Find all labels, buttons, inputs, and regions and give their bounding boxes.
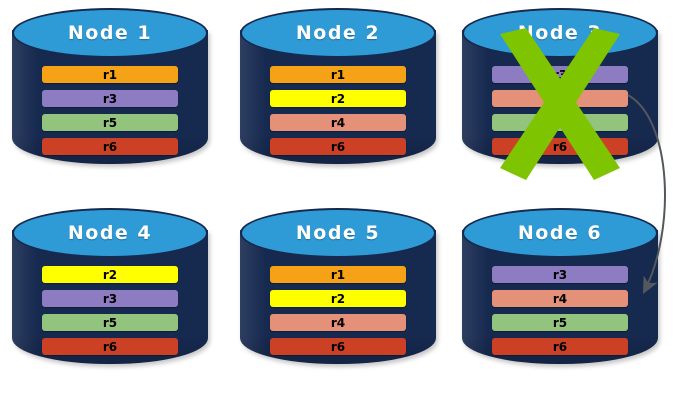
cylinder-highlight	[240, 230, 266, 364]
record-bar[interactable]: r4	[270, 114, 406, 131]
cylinder-top: Node 1	[12, 8, 208, 58]
record-bar[interactable]: r4	[492, 290, 628, 307]
record-list: r1 r2 r4 r6	[270, 266, 406, 355]
record-bar[interactable]: r3	[492, 266, 628, 283]
record-bar[interactable]: r2	[42, 266, 178, 283]
record-bar[interactable]: r5	[492, 114, 628, 131]
db-node-4[interactable]: Node 4 r2 r3 r5 r6	[12, 208, 208, 386]
cylinder-top: Node 3	[462, 8, 658, 58]
db-node-3[interactable]: Node 3 r3 r4 r5 r6	[462, 8, 658, 186]
record-bar[interactable]: r4	[270, 314, 406, 331]
node-title: Node 5	[295, 222, 381, 244]
record-list: r3 r4 r5 r6	[492, 266, 628, 355]
record-bar[interactable]: r1	[270, 66, 406, 83]
cylinder-top: Node 5	[240, 208, 436, 258]
cylinder-top: Node 4	[12, 208, 208, 258]
record-bar[interactable]: r3	[42, 290, 178, 307]
db-node-1[interactable]: Node 1 r1 r3 r5 r6	[12, 8, 208, 186]
record-bar[interactable]: r1	[270, 266, 406, 283]
cylinder-highlight	[12, 230, 38, 364]
record-bar[interactable]: r1	[42, 66, 178, 83]
record-bar[interactable]: r6	[270, 338, 406, 355]
record-bar[interactable]: r2	[270, 290, 406, 307]
record-bar[interactable]: r3	[42, 90, 178, 107]
record-bar[interactable]: r6	[492, 138, 628, 155]
record-list: r3 r4 r5 r6	[492, 66, 628, 155]
db-node-5[interactable]: Node 5 r1 r2 r4 r6	[240, 208, 436, 386]
record-list: r1 r3 r5 r6	[42, 66, 178, 155]
cylinder-highlight	[462, 230, 488, 364]
cylinder-highlight	[12, 30, 38, 164]
node-title: Node 1	[67, 22, 153, 44]
record-bar[interactable]: r2	[270, 90, 406, 107]
cylinder-top: Node 2	[240, 8, 436, 58]
record-bar[interactable]: r6	[42, 138, 178, 155]
record-bar[interactable]: r5	[492, 314, 628, 331]
db-node-2[interactable]: Node 2 r1 r2 r4 r6	[240, 8, 436, 186]
node-title: Node 2	[295, 22, 381, 44]
cylinder-highlight	[462, 30, 488, 164]
record-bar[interactable]: r6	[492, 338, 628, 355]
record-bar[interactable]: r6	[42, 338, 178, 355]
record-bar[interactable]: r6	[270, 138, 406, 155]
cylinder-top: Node 6	[462, 208, 658, 258]
node-title: Node 3	[517, 22, 603, 44]
record-list: r1 r2 r4 r6	[270, 66, 406, 155]
db-node-6[interactable]: Node 6 r3 r4 r5 r6	[462, 208, 658, 386]
node-title: Node 6	[517, 222, 603, 244]
record-bar[interactable]: r3	[492, 66, 628, 83]
cylinder-highlight	[240, 30, 266, 164]
record-bar[interactable]: r4	[492, 90, 628, 107]
record-bar[interactable]: r5	[42, 314, 178, 331]
record-list: r2 r3 r5 r6	[42, 266, 178, 355]
node-title: Node 4	[67, 222, 153, 244]
record-bar[interactable]: r5	[42, 114, 178, 131]
